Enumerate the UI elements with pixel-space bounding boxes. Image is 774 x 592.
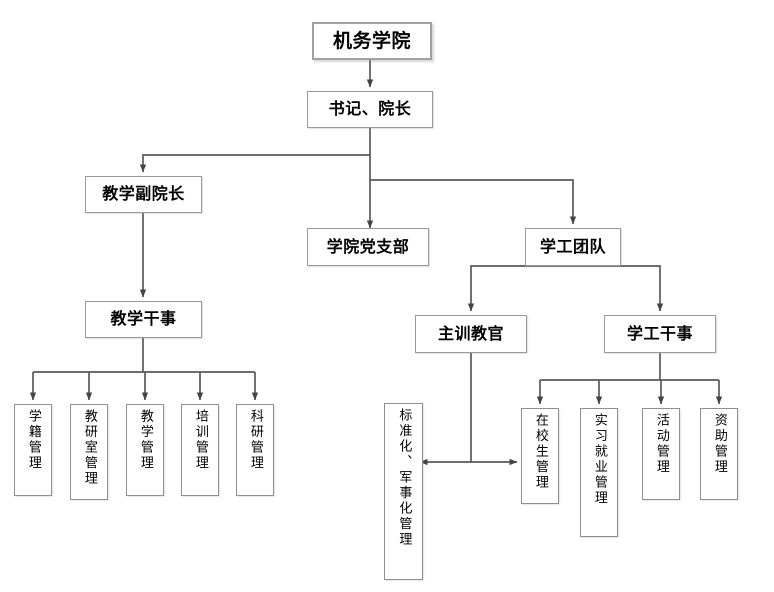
node-student-work-officer-label: 学工干事: [626, 323, 693, 343]
node-teaching-officer[interactable]: 教学干事: [85, 301, 202, 338]
node-leaf-student-status-mgmt-label: 学籍管理: [25, 409, 41, 471]
node-leaf-training-mgmt[interactable]: 培训管理: [181, 404, 219, 496]
node-party-branch-label: 学院党支部: [326, 236, 410, 256]
node-secretary-dean-label: 书记、院长: [328, 99, 412, 119]
edge-secretary-to-swteam: [370, 179, 577, 225]
node-leaf-internship-employment-mgmt[interactable]: 实习就业管理: [580, 408, 618, 537]
node-leaf-financial-aid-mgmt-label: 资助管理: [711, 413, 727, 475]
node-chief-instructor-label: 主训教官: [437, 323, 504, 343]
node-vice-dean-teaching[interactable]: 教学副院长: [85, 176, 202, 213]
node-teaching-officer-label: 教学干事: [110, 309, 177, 329]
edge-swteam-to-instructor: [467, 265, 573, 312]
node-root[interactable]: 机务学院: [312, 22, 432, 60]
node-leaf-research-office-mgmt-label: 教研室管理: [81, 409, 97, 487]
edge-swteam-to-swofficer: [573, 265, 664, 312]
node-leaf-activity-mgmt[interactable]: 活动管理: [642, 408, 680, 500]
node-leaf-teaching-mgmt-label: 教学管理: [137, 409, 153, 471]
node-secretary-dean[interactable]: 书记、院长: [307, 91, 433, 128]
node-leaf-internship-employment-mgmt-label: 实习就业管理: [591, 413, 607, 506]
node-leaf-student-status-mgmt[interactable]: 学籍管理: [14, 404, 52, 496]
node-leaf-training-mgmt-label: 培训管理: [192, 409, 208, 471]
edge-secretary-to-vicedean: [139, 154, 370, 173]
node-leaf-enrolled-student-mgmt-label: 在校生管理: [532, 413, 548, 491]
node-vice-dean-teaching-label: 教学副院长: [102, 184, 185, 204]
node-party-branch[interactable]: 学院党支部: [307, 228, 429, 266]
node-student-work-team[interactable]: 学工团队: [525, 228, 621, 266]
node-standardization-military-mgmt[interactable]: 标准化、军事化管理: [384, 403, 423, 580]
node-root-label: 机务学院: [332, 29, 411, 52]
node-leaf-financial-aid-mgmt[interactable]: 资助管理: [700, 408, 738, 500]
node-leaf-research-office-mgmt[interactable]: 教研室管理: [70, 404, 108, 500]
node-leaf-scientific-research-mgmt[interactable]: 科研管理: [236, 404, 274, 496]
node-student-work-officer[interactable]: 学工干事: [604, 315, 716, 353]
node-leaf-scientific-research-mgmt-label: 科研管理: [247, 409, 263, 471]
node-chief-instructor[interactable]: 主训教官: [415, 315, 527, 353]
node-standardization-military-mgmt-label: 标准化、军事化管理: [396, 408, 412, 548]
node-leaf-activity-mgmt-label: 活动管理: [653, 413, 669, 475]
node-student-work-team-label: 学工团队: [539, 236, 606, 256]
node-leaf-enrolled-student-mgmt[interactable]: 在校生管理: [521, 408, 559, 504]
node-leaf-teaching-mgmt[interactable]: 教学管理: [126, 404, 164, 496]
